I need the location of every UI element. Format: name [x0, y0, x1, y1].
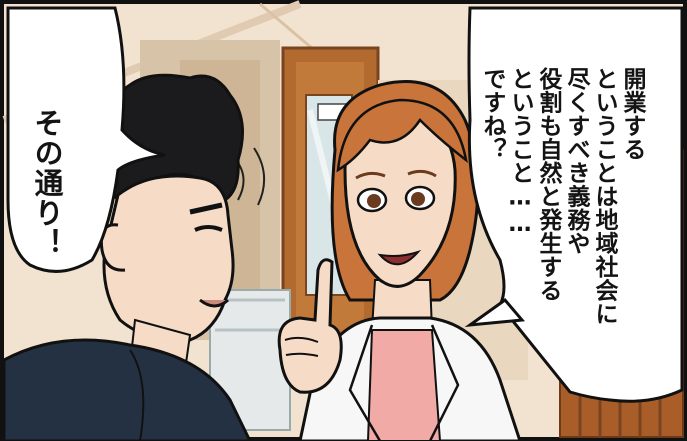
- speech-right-line-5: ということ……: [507, 67, 533, 238]
- speech-left-text: その通り！: [30, 38, 96, 258]
- speech-bubble-right: [467, 6, 684, 403]
- speech-right-line-3: 尽くすべき義務や: [563, 67, 589, 255]
- woman-raised-finger: [277, 258, 343, 394]
- speech-bubble-left: [6, 6, 166, 273]
- man-eye: [194, 225, 223, 232]
- speech-right-text: 開業する ということは地域社会に 尽くすべき義務や 役割も自然と発生する という…: [478, 14, 674, 326]
- speech-right-line-6: ですね？: [479, 67, 505, 161]
- speech-right-line-2: ということは地域社会に: [591, 67, 617, 326]
- woman-mouth: [377, 249, 422, 266]
- speech-left-line: その通り！: [30, 108, 64, 258]
- speech-bubble-right-tail: [464, 297, 526, 328]
- man-mouth: [199, 298, 230, 308]
- man-character: [2, 73, 252, 441]
- speech-right-line-1: 開業する: [619, 67, 645, 161]
- speech-right-line-4: 役割も自然と発生する: [535, 67, 561, 302]
